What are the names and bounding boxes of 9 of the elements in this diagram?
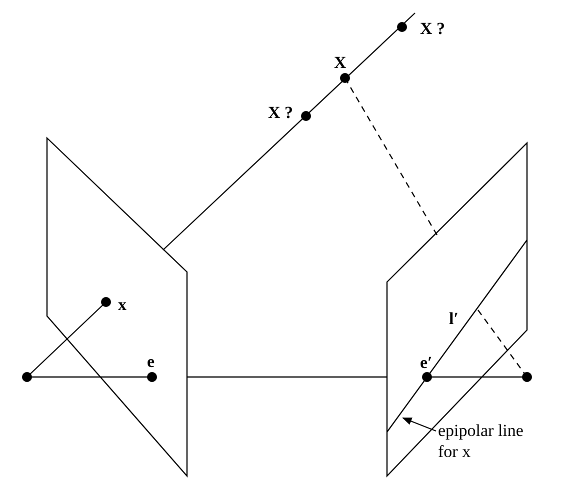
point-label: l′ xyxy=(449,310,459,328)
point-label: e′ xyxy=(420,354,432,372)
point-label: X ? xyxy=(420,20,446,38)
point-label: X xyxy=(334,54,346,72)
point-label: X ? xyxy=(268,104,294,122)
annotation-text: epipolar line for x xyxy=(438,420,538,462)
point-label: x xyxy=(118,296,126,314)
point-label: e xyxy=(147,353,155,371)
leader-arrow xyxy=(402,417,436,432)
